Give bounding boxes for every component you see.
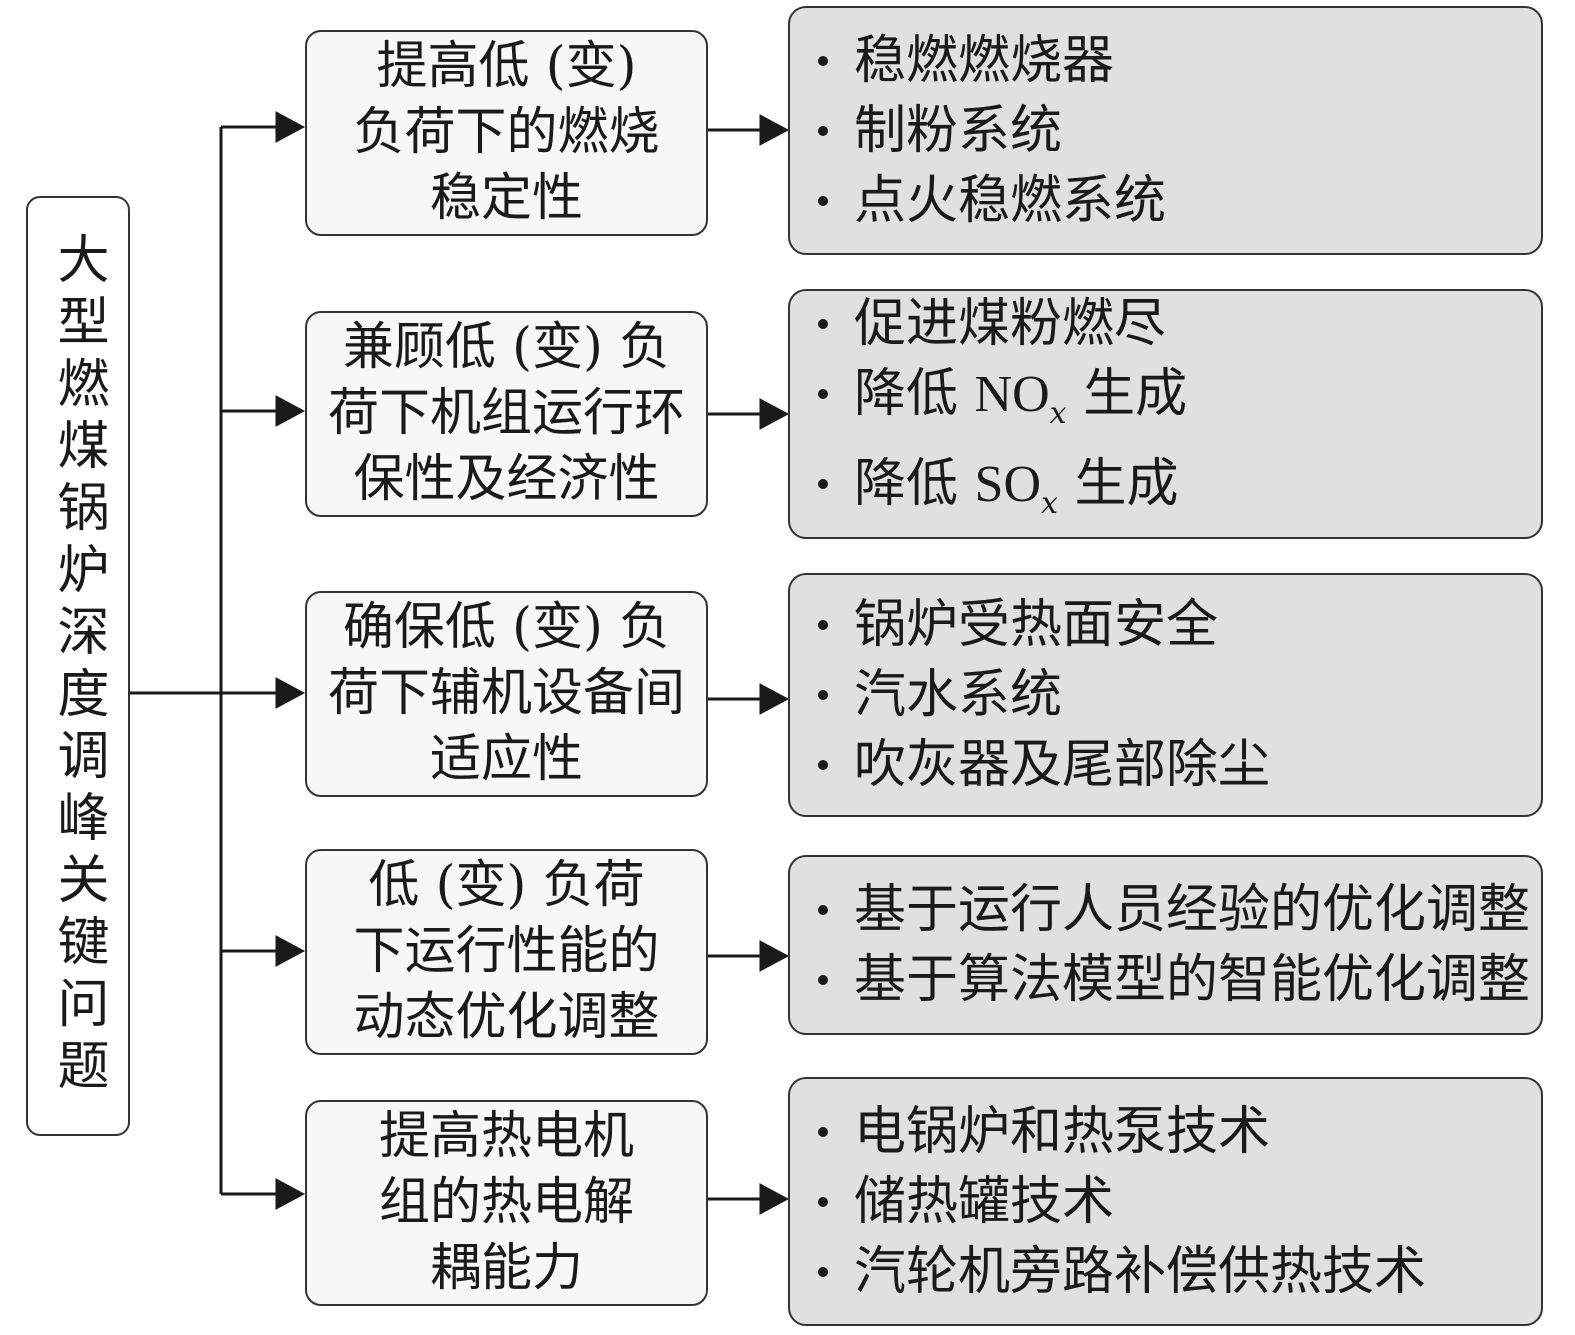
detail-box-1: 稳燃燃烧器 制粉系统 点火稳燃系统 (788, 6, 1543, 255)
issue-3-line-3: 适应性 (429, 730, 583, 789)
bullet-icon (818, 479, 828, 489)
issue-3-line-1: 确保低 (变) 负 (342, 598, 671, 657)
detail-box-4: 基于运行人员经验的优化调整 基于算法模型的智能优化调整 (788, 855, 1543, 1035)
issue-5-line-1: 提高热电机 (378, 1107, 634, 1166)
branch-arrows (221, 111, 306, 1210)
issue-box-5: 提高热电机 组的热电解 耦能力 (305, 1100, 708, 1306)
root-node: 大型燃煤锅炉深度调峰关键问题 (26, 196, 130, 1136)
bullet-icon (818, 760, 828, 770)
bullet-icon (818, 975, 828, 985)
root-title: 大型燃煤锅炉深度调峰关键问题 (48, 232, 108, 1100)
detail-box-3: 锅炉受热面安全 汽水系统 吹灰器及尾部除尘 (788, 573, 1543, 817)
bullet-icon (818, 1126, 828, 1137)
issue-2-line-2: 荷下机组运行环 (327, 384, 685, 443)
bullet-icon (818, 1196, 828, 1207)
issue-box-1: 提高低 (变) 负荷下的燃烧 稳定性 (305, 30, 708, 236)
issue-box-4: 低 (变) 负荷 下运行性能的 动态优化调整 (305, 849, 708, 1055)
bullet-icon (818, 389, 828, 399)
detail-item: 基于算法模型的智能优化调整 (818, 945, 1541, 1015)
issue-1-line-2: 负荷下的燃烧 (353, 103, 660, 162)
bullet-icon (818, 620, 828, 630)
detail-box-2: 促进煤粉燃尽 降低 NOx 生成 降低 SOx 生成 (788, 289, 1543, 539)
issue-4-line-3: 动态优化调整 (353, 988, 660, 1047)
issue-5-line-2: 组的热电解 (378, 1173, 634, 1232)
detail-item: 降低 NOx 生成 (818, 359, 1541, 449)
issue-1-line-3: 稳定性 (429, 169, 583, 228)
detail-item: 电锅炉和热泵技术 (818, 1097, 1541, 1167)
issue-1-line-1: 提高低 (变) (376, 37, 637, 96)
bullet-icon (818, 1266, 828, 1277)
issue-5-line-3: 耦能力 (429, 1239, 583, 1298)
detail-item: 储热罐技术 (818, 1167, 1541, 1237)
detail-item: 降低 SOx 生成 (818, 449, 1541, 539)
bullet-icon (818, 195, 828, 206)
detail-item: 点火稳燃系统 (818, 166, 1541, 236)
issue-2-line-3: 保性及经济性 (353, 450, 660, 509)
issue-4-line-2: 下运行性能的 (353, 922, 660, 981)
issue-box-3: 确保低 (变) 负 荷下辅机设备间 适应性 (305, 591, 708, 797)
bullet-icon (818, 319, 828, 329)
issue-4-line-1: 低 (变) 负荷 (368, 856, 645, 915)
bullet-icon (818, 125, 828, 136)
detail-box-5: 电锅炉和热泵技术 储热罐技术 汽轮机旁路补偿供热技术 (788, 1077, 1543, 1326)
detail-item: 汽轮机旁路补偿供热技术 (818, 1237, 1541, 1307)
bullet-icon (818, 55, 828, 66)
issue-box-2: 兼顾低 (变) 负 荷下机组运行环 保性及经济性 (305, 311, 708, 517)
issue-3-line-2: 荷下辅机设备间 (327, 664, 685, 723)
bullet-icon (818, 905, 828, 915)
detail-item: 促进煤粉燃尽 (818, 289, 1541, 359)
bullet-icon (818, 690, 828, 700)
detail-item: 制粉系统 (818, 96, 1541, 166)
detail-item: 吹灰器及尾部除尘 (818, 730, 1541, 800)
detail-arrows (708, 114, 790, 1215)
issue-2-line-1: 兼顾低 (变) 负 (342, 318, 671, 377)
detail-item: 稳燃燃烧器 (818, 26, 1541, 96)
detail-item: 锅炉受热面安全 (818, 590, 1541, 660)
detail-item: 汽水系统 (818, 660, 1541, 730)
detail-item: 基于运行人员经验的优化调整 (818, 875, 1541, 945)
